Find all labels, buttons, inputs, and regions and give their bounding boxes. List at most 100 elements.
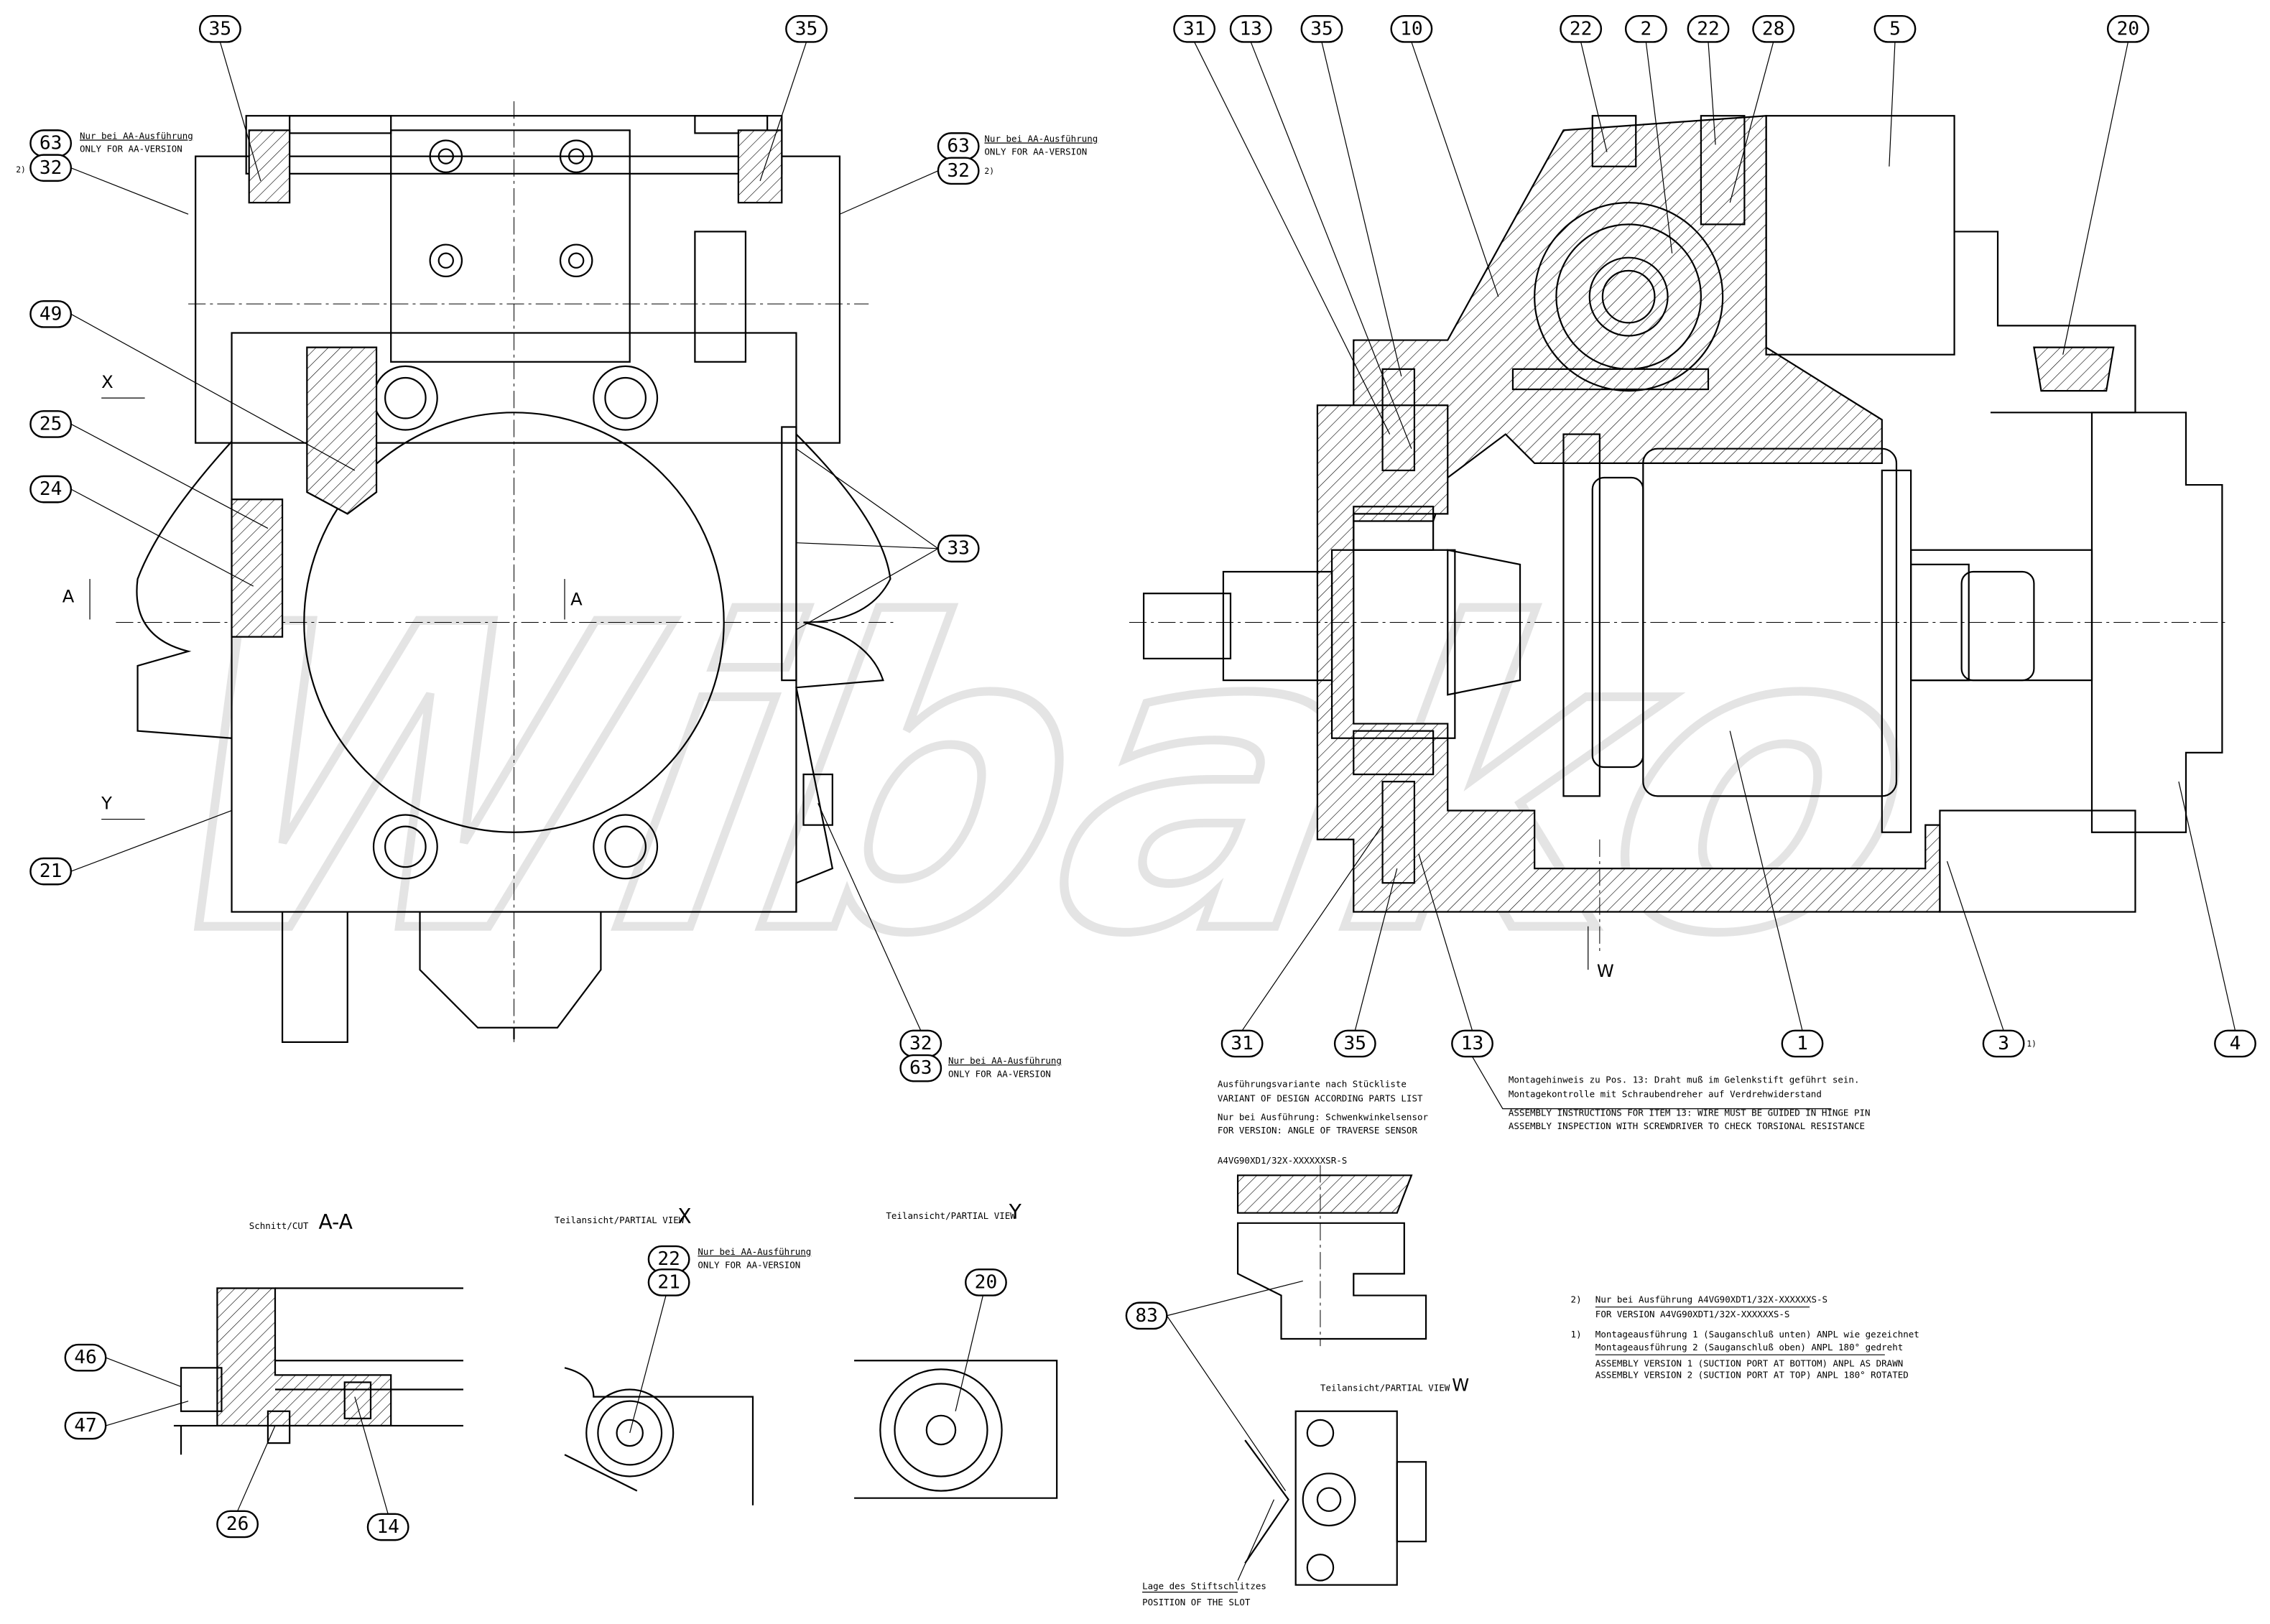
callout-83: 83 xyxy=(1125,1301,1168,1330)
callout-25: 25 xyxy=(29,410,73,438)
aa-note-en: ONLY FOR AA-VERSION xyxy=(948,1068,1051,1079)
section-marker-a-left: A xyxy=(62,586,75,606)
svg-text:1: 1 xyxy=(1797,1033,1808,1054)
footnote-ref: 1) xyxy=(2026,1039,2037,1049)
callout-3: 3 xyxy=(1982,1029,2025,1058)
slot-note-en: POSITION OF THE SLOT xyxy=(1142,1597,1251,1607)
svg-text:35: 35 xyxy=(209,18,232,40)
svg-text:22: 22 xyxy=(657,1248,680,1270)
svg-text:83: 83 xyxy=(1135,1305,1158,1327)
footnote-2-en: FOR VERSION A4VG90XDT1/32X-XXXXXXS-S xyxy=(1595,1309,1790,1319)
svg-text:10: 10 xyxy=(1400,18,1423,40)
callout-49: 49 xyxy=(29,300,73,328)
svg-text:21: 21 xyxy=(40,860,62,882)
callout-35: 35 xyxy=(1333,1029,1376,1058)
svg-text:22: 22 xyxy=(1570,18,1593,40)
svg-text:63: 63 xyxy=(909,1057,932,1079)
view-marker-x: X xyxy=(101,372,114,392)
svg-text:26: 26 xyxy=(226,1513,249,1535)
svg-text:21: 21 xyxy=(657,1271,680,1293)
callout-5: 5 xyxy=(1873,14,1917,43)
slot-note-de: Lage des Stiftschlitzes xyxy=(1142,1581,1266,1592)
svg-text:32: 32 xyxy=(909,1033,932,1054)
svg-text:33: 33 xyxy=(947,538,970,560)
front-view xyxy=(116,101,898,1044)
front-view-callouts: 35 35 63 32 63 32 49 25 24 33 21 32 63 2… xyxy=(16,14,1098,1082)
callout-32: 32 xyxy=(937,157,980,185)
section-view: W xyxy=(1129,115,2230,981)
svg-text:35: 35 xyxy=(795,18,818,40)
partial-view-y: Teilansicht/PARTIAL VIEW Y 20 xyxy=(854,1200,1058,1499)
assembly-note-de-1: Montagehinweis zu Pos. 13: Draht muß im … xyxy=(1509,1074,1860,1085)
callout-13: 13 xyxy=(1451,1029,1493,1058)
front-view-markers: X A A Y xyxy=(62,372,583,820)
footnotes: 2) Nur bei Ausführung A4VG90XDT1/32X-XXX… xyxy=(1571,1294,1919,1381)
svg-text:2: 2 xyxy=(1640,18,1651,40)
view-marker-y: Y xyxy=(101,793,112,813)
svg-text:31: 31 xyxy=(1183,18,1206,40)
callout-1: 1 xyxy=(1781,1029,1824,1058)
footnote-1-de-2: Montageausführung 2 (Sauganschluß oben) … xyxy=(1595,1342,1903,1352)
assembly-note-en-1: ASSEMBLY INSTRUCTIONS FOR ITEM 13: WIRE … xyxy=(1509,1108,1871,1118)
callout-63: 63 xyxy=(937,132,980,160)
svg-text:35: 35 xyxy=(1310,18,1333,40)
footnote-1-en-2: ASSEMBLY VERSION 2 (SUCTION PORT AT TOP)… xyxy=(1595,1369,1909,1380)
callout-35: 35 xyxy=(199,14,241,43)
svg-text:25: 25 xyxy=(40,413,62,435)
svg-text:24: 24 xyxy=(40,478,62,500)
footnote-ref: 2) xyxy=(984,167,994,176)
partial-view-w-letter: W xyxy=(1452,1375,1469,1396)
callout-35: 35 xyxy=(1300,14,1343,43)
sensor-note-en: FOR VERSION: ANGLE OF TRAVERSE SENSOR xyxy=(1218,1125,1418,1136)
footnote-1-mark: 1) xyxy=(1571,1329,1582,1340)
svg-text:32: 32 xyxy=(947,160,970,182)
svg-text:14: 14 xyxy=(376,1516,399,1538)
svg-text:32: 32 xyxy=(40,157,62,179)
view-marker-w: W xyxy=(1597,961,1614,981)
callout-63: 63 xyxy=(899,1054,942,1082)
aa-note-de: Nur bei AA-Ausführung xyxy=(948,1055,1062,1066)
variant-note-de: Ausführungsvariante nach Stückliste xyxy=(1218,1078,1407,1089)
footnote-1-en-1: ASSEMBLY VERSION 1 (SUCTION PORT AT BOTT… xyxy=(1595,1358,1903,1368)
partial-view-x: Teilansicht/PARTIAL VIEW X 22 21 Nur bei… xyxy=(555,1205,811,1505)
callout-13: 13 xyxy=(1229,14,1272,43)
svg-text:63: 63 xyxy=(40,133,62,154)
aa-note-de: Nur bei AA-Ausführung xyxy=(80,130,193,141)
type-code: A4VG90XD1/32X-XXXXXXSR-S xyxy=(1218,1155,1347,1166)
aa-note-en: ONLY FOR AA-VERSION xyxy=(698,1259,800,1270)
cut-a-a: Schnitt/CUT A-A 46 47 26 14 xyxy=(64,1210,463,1541)
aa-note-de: Nur bei AA-Ausführung xyxy=(984,133,1098,144)
callout-2: 2 xyxy=(1624,14,1667,43)
svg-text:35: 35 xyxy=(1344,1033,1367,1054)
footnote-1-de-1: Montageausführung 1 (Sauganschluß unten)… xyxy=(1595,1329,1919,1340)
callout-26: 26 xyxy=(216,1510,259,1539)
callout-35: 35 xyxy=(785,14,828,43)
assembly-note-en-2: ASSEMBLY INSPECTION WITH SCREWDRIVER TO … xyxy=(1509,1120,1865,1131)
svg-text:46: 46 xyxy=(74,1347,97,1368)
callout-20: 20 xyxy=(2106,14,2149,43)
callout-22: 22 xyxy=(1687,14,1730,43)
svg-text:20: 20 xyxy=(975,1271,998,1293)
callout-21: 21 xyxy=(647,1268,690,1296)
callout-31: 31 xyxy=(1173,14,1216,43)
partial-view-y-letter: Y xyxy=(1009,1200,1022,1224)
callout-28: 28 xyxy=(1752,14,1795,43)
callout-21: 21 xyxy=(29,857,73,886)
section-marker-a-right: A xyxy=(570,589,583,609)
footnote-ref: 2) xyxy=(16,165,26,175)
svg-text:13: 13 xyxy=(1461,1033,1484,1054)
footnote-2-de: Nur bei Ausführung A4VG90XDT1/32X-XXXXXX… xyxy=(1595,1294,1827,1305)
aa-note-en: ONLY FOR AA-VERSION xyxy=(80,144,182,154)
svg-text:47: 47 xyxy=(74,1415,97,1437)
callout-20: 20 xyxy=(965,1268,1007,1296)
footnote-2-mark: 2) xyxy=(1571,1294,1582,1305)
section-view-callouts: 31 13 35 10 22 2 22 28 5 20 31 35 13 1 3… xyxy=(1173,14,2256,1136)
variant-note-en: VARIANT OF DESIGN ACCORDING PARTS LIST xyxy=(1218,1093,1423,1104)
cut-title: Schnitt/CUT xyxy=(249,1220,309,1231)
callout-24: 24 xyxy=(29,475,73,504)
callout-4: 4 xyxy=(2214,1029,2256,1058)
svg-text:5: 5 xyxy=(1889,18,1901,40)
callout-46: 46 xyxy=(64,1343,107,1372)
aa-note-en: ONLY FOR AA-VERSION xyxy=(984,147,1087,157)
